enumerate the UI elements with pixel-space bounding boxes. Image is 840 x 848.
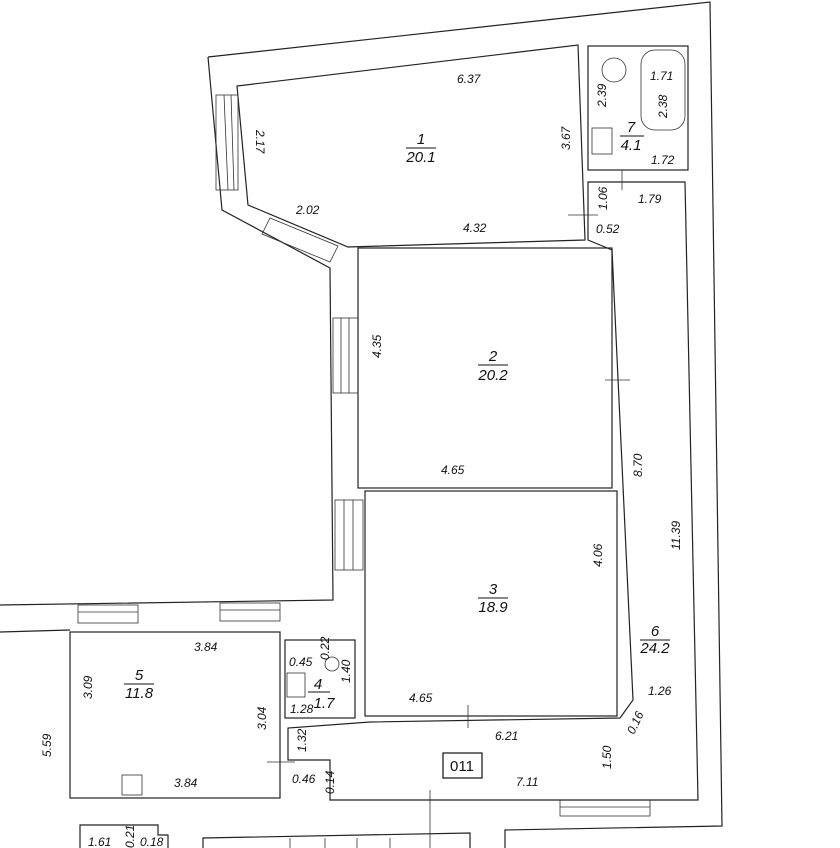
dimension-label: 11.39 xyxy=(669,521,683,550)
room-3-area: 18.9 xyxy=(478,599,508,616)
dimension-label: 1.71 xyxy=(650,69,673,83)
room-1-area: 20.1 xyxy=(405,149,435,166)
dimension-label: 4.06 xyxy=(591,543,605,567)
room-2-area: 20.2 xyxy=(477,367,508,384)
dimension-label: 3.84 xyxy=(194,640,218,654)
dimension-label: 1.50 xyxy=(600,745,614,769)
dimension-label: 0.18 xyxy=(140,835,164,848)
dimension-label: 0.21 xyxy=(123,825,137,848)
outer-wall-segment xyxy=(0,629,71,633)
room-7-outline xyxy=(587,45,689,171)
dimension-label: 2.02 xyxy=(295,203,320,217)
dimension-label: 8.70 xyxy=(631,453,645,477)
outer-wall xyxy=(207,1,723,848)
sink-icon xyxy=(121,774,143,796)
sink-icon xyxy=(286,672,306,698)
door-ticks xyxy=(267,170,630,763)
bathtub-icon xyxy=(640,49,686,131)
dimension-label: 1.26 xyxy=(648,684,672,698)
room-1-number: 1 xyxy=(417,131,425,148)
room-5-outline xyxy=(69,631,281,799)
stairwell-outline xyxy=(202,832,471,848)
room-labels: 1 20.1 2 20.2 3 18.9 4 1.7 5 11.8 6 24.2… xyxy=(124,119,670,712)
dimension-label: 0.16 xyxy=(624,709,647,736)
room-4-number: 4 xyxy=(314,676,322,693)
dimension-label: 0.14 xyxy=(323,770,337,794)
dimension-label: 1.72 xyxy=(651,153,675,167)
dimension-label: 2.38 xyxy=(656,94,670,119)
windows xyxy=(77,94,651,817)
room-5-area: 11.8 xyxy=(125,685,154,702)
toilet-icon xyxy=(601,57,627,83)
dimension-label: 1.79 xyxy=(638,192,662,206)
dimension-label: 0.45 xyxy=(289,655,313,669)
dimension-label: 3.04 xyxy=(255,706,269,730)
room-3-number: 3 xyxy=(489,581,498,598)
dimension-label: 1.40 xyxy=(339,659,353,683)
partial-room-outline xyxy=(79,824,169,848)
dimension-label: 4.35 xyxy=(370,334,384,358)
room-4-outline xyxy=(284,639,356,719)
stair-steps xyxy=(289,790,431,848)
room-5-number: 5 xyxy=(135,667,144,684)
outer-wall-left xyxy=(0,56,334,606)
room-1-outline xyxy=(236,44,586,248)
room-6-area: 24.2 xyxy=(639,640,670,657)
dimension-label: 4.65 xyxy=(409,691,433,705)
dimension-label: 3.09 xyxy=(81,675,95,699)
unit-label: 011 xyxy=(450,758,474,775)
room-2-outline xyxy=(357,247,613,489)
room-7-number: 7 xyxy=(627,119,636,136)
dimension-label: 4.65 xyxy=(441,463,465,477)
dimension-label: 0.52 xyxy=(596,222,620,236)
dimension-label: 0.22 xyxy=(318,636,332,660)
sink-icon xyxy=(591,127,613,155)
room-4-area: 1.7 xyxy=(314,695,336,712)
dimension-label: 2.17 xyxy=(253,129,267,155)
dimension-label: 3.67 xyxy=(559,125,573,150)
dimensions: 6.37 2.17 3.67 2.02 4.32 1.06 0.52 1.79 … xyxy=(40,69,683,848)
dimension-label: 1.28 xyxy=(290,702,314,716)
dimension-label: 5.59 xyxy=(40,733,54,757)
room-7-area: 4.1 xyxy=(621,137,642,154)
dimension-label: 4.32 xyxy=(463,221,487,235)
dimension-label: 7.11 xyxy=(516,775,538,789)
dimension-label: 6.21 xyxy=(495,729,518,743)
dimension-label: 2.39 xyxy=(595,83,609,108)
dimension-label: 3.84 xyxy=(174,776,198,790)
dimension-label: 1.32 xyxy=(295,728,309,752)
toilet-icon xyxy=(324,656,340,672)
dimension-label: 1.61 xyxy=(88,835,111,848)
dimension-label: 0.46 xyxy=(292,772,316,786)
room-2-number: 2 xyxy=(488,348,498,365)
dimension-label: 6.37 xyxy=(457,72,482,86)
unit-label-box xyxy=(442,752,483,779)
room-6-number: 6 xyxy=(651,623,660,640)
dimension-label: 1.06 xyxy=(596,186,610,210)
room-3-outline xyxy=(364,490,618,717)
